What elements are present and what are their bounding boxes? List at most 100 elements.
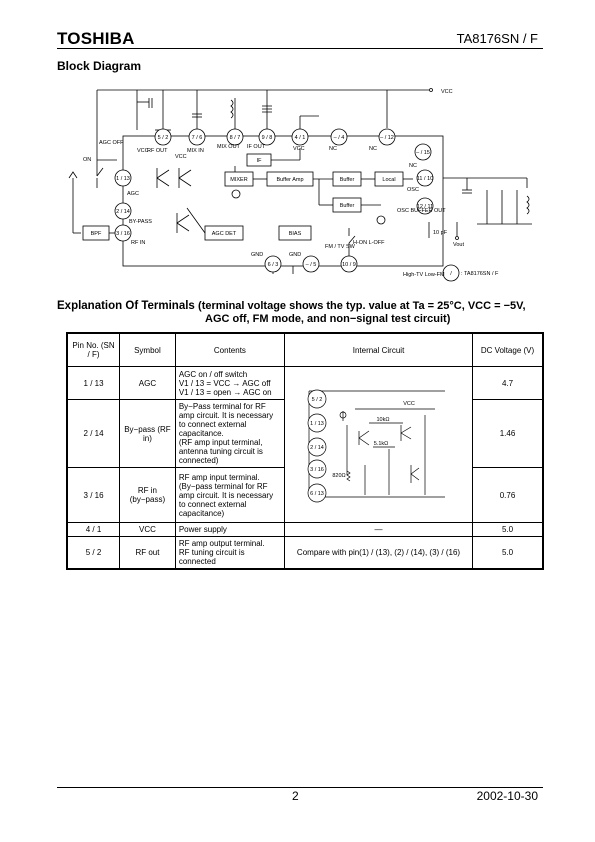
table-row: 3 / 16 RF in (by−pass) RF amp input term… (66, 467, 544, 523)
page-number: 2 (292, 789, 299, 803)
pin-label: 2 / 14 (116, 209, 130, 215)
svg-text:BY-PASS: BY-PASS (129, 219, 152, 225)
cell-symbol: AGC (119, 366, 176, 400)
th-symbol: Symbol (119, 332, 176, 367)
block-buffer: Buffer (340, 177, 355, 183)
svg-text:OSC: OSC (407, 187, 419, 193)
block-buffer-2: Buffer (340, 203, 355, 209)
cell-voltage: 4.7 (472, 366, 544, 400)
cell-pin: 5 / 2 (66, 536, 121, 570)
footer-date: 2002-10-30 (476, 789, 538, 803)
pin-label: 12 / 11 (417, 204, 433, 210)
svg-text:5.1kΩ: 5.1kΩ (374, 441, 389, 447)
th-circuit: Internal Circuit (284, 332, 473, 367)
cell-symbol: By−pass (RF in) (119, 399, 176, 468)
internal-circuit-diagram: 5 / 2 1 / 13 2 / 14 3 / 16 6 / 13 VCC 10… (307, 389, 446, 502)
svg-text:VCC: VCC (175, 154, 187, 160)
brand-logo: TOSHIBA (57, 29, 135, 48)
cell-circuit: — (284, 522, 473, 537)
cell-contents: RF amp input terminal. (By−pass terminal… (174, 467, 286, 523)
pin-label: 4 / 1 (295, 135, 306, 141)
svg-text:2 / 14: 2 / 14 (310, 445, 324, 451)
pin-label: 5 / 2 (158, 135, 169, 141)
block-diagram: 5 / 2 7 / 6 8 / 7 9 / 8 4 / 1 – / 4 – / … (68, 88, 532, 282)
explanation-heading: Explanation Of Terminals (terminal volta… (57, 300, 526, 326)
svg-text:FM / TV SW: FM / TV SW (325, 244, 356, 250)
pin-label: 10 / 9 (342, 262, 356, 268)
ic-outline (122, 135, 444, 267)
table-row: 1 / 13 AGC AGC on / off switch V1 / 13 =… (66, 366, 544, 523)
table-row: 2 / 14 By−pass (RF in) By−Pass terminal … (66, 399, 544, 468)
pin-label: 8 / 7 (230, 135, 241, 141)
table-header-row: Pin No. (SN / F) Symbol Contents Interna… (66, 332, 544, 367)
block-if: IF (257, 158, 263, 164)
svg-text:820Ω: 820Ω (332, 473, 345, 479)
part-number: TA8176SN / F (456, 31, 538, 46)
cell-voltage: 1.46 (472, 399, 544, 468)
cell-contents: RF amp output terminal. RF tuning circui… (174, 536, 286, 570)
svg-text:VCC: VCC (441, 89, 453, 95)
block-mixer: MIXER (230, 177, 247, 183)
pin-label: 1 / 13 (116, 176, 130, 182)
svg-text:H-ON L-OFF: H-ON L-OFF (353, 240, 385, 246)
pin-label: 11 / 10 (417, 176, 433, 182)
svg-text:10kΩ: 10kΩ (377, 417, 390, 423)
svg-text:GND: GND (251, 252, 263, 258)
pin-label: – / 15 (416, 150, 430, 156)
block-local: Local (382, 177, 395, 183)
cell-contents: AGC on / off switch V1 / 13 = VCC → AGC … (174, 366, 286, 400)
svg-text:1 / 13: 1 / 13 (310, 421, 324, 427)
svg-text:10 pF: 10 pF (433, 230, 448, 236)
svg-text:Vout: Vout (453, 242, 464, 248)
cell-voltage: 5.0 (472, 522, 544, 537)
svg-text:AGC OFF: AGC OFF (99, 140, 124, 146)
svg-text:6 / 13: 6 / 13 (310, 491, 324, 497)
cell-pin: 1 / 13 (66, 366, 121, 400)
svg-text:VCC: VCC (403, 401, 415, 407)
cell-pin: 4 / 1 (66, 522, 121, 537)
table-row: 4 / 1 VCC Power supply — 5.0 (66, 522, 544, 537)
pin-label: – / 5 (306, 262, 317, 268)
cell-symbol: RF out (119, 536, 176, 570)
block-bias: BIAS (289, 231, 302, 237)
block-diagram-title: Block Diagram (57, 59, 142, 73)
pin-label: 9 / 8 (262, 135, 273, 141)
cell-pin: 3 / 16 (66, 467, 121, 523)
explanation-title: Explanation Of Terminals (57, 300, 195, 312)
block-bpf: BPF (91, 231, 102, 237)
svg-text:High-TV Low-FM: High-TV Low-FM (403, 272, 445, 278)
svg-text:5 / 2: 5 / 2 (312, 397, 323, 403)
pin-label: 3 / 16 (116, 231, 130, 237)
pin-label: 6 / 3 (268, 262, 279, 268)
svg-text:NC: NC (329, 146, 337, 152)
pin-label: – / 12 (380, 135, 394, 141)
th-voltage: DC Voltage (V) (472, 332, 544, 367)
pin-label: 7 / 6 (192, 135, 203, 141)
terminal-table: Pin No. (SN / F) Symbol Contents Interna… (66, 332, 544, 570)
th-contents: Contents (174, 332, 286, 367)
svg-text:NC: NC (369, 146, 377, 152)
svg-text:MIX IN: MIX IN (187, 148, 204, 154)
cell-contents: By−Pass terminal for RF amp circuit. It … (174, 399, 286, 468)
header-rule (57, 48, 543, 49)
cell-symbol: RF in (by−pass) (119, 467, 176, 523)
explanation-condition-1: (terminal voltage shows the typ. value a… (198, 300, 526, 312)
cell-voltage: 0.76 (472, 467, 544, 523)
svg-text:ON: ON (83, 157, 91, 163)
cell-circuit: 5 / 2 1 / 13 2 / 14 3 / 16 6 / 13 VCC 10… (284, 366, 473, 523)
svg-text:AGC: AGC (127, 191, 139, 197)
footer-rule (57, 787, 543, 788)
pin-label: – / 4 (334, 135, 345, 141)
table-row: 5 / 2 RF out RF amp output terminal. RF … (66, 536, 544, 570)
svg-text:VCC: VCC (137, 148, 149, 154)
cell-pin: 2 / 14 (66, 399, 121, 468)
explanation-condition-2: AGC off, FM mode, and non−signal test ci… (205, 313, 451, 325)
svg-text:3 / 16: 3 / 16 (310, 467, 324, 473)
svg-text:/: / (450, 271, 452, 277)
block-buffer-amp: Buffer Amp (276, 177, 303, 183)
svg-text:: TA8176SN / F: : TA8176SN / F (461, 271, 499, 277)
svg-text:VCC: VCC (293, 146, 305, 152)
cell-voltage: 5.0 (472, 536, 544, 570)
svg-text:RF OUT: RF OUT (147, 148, 168, 154)
cell-contents: Power supply (174, 522, 286, 537)
